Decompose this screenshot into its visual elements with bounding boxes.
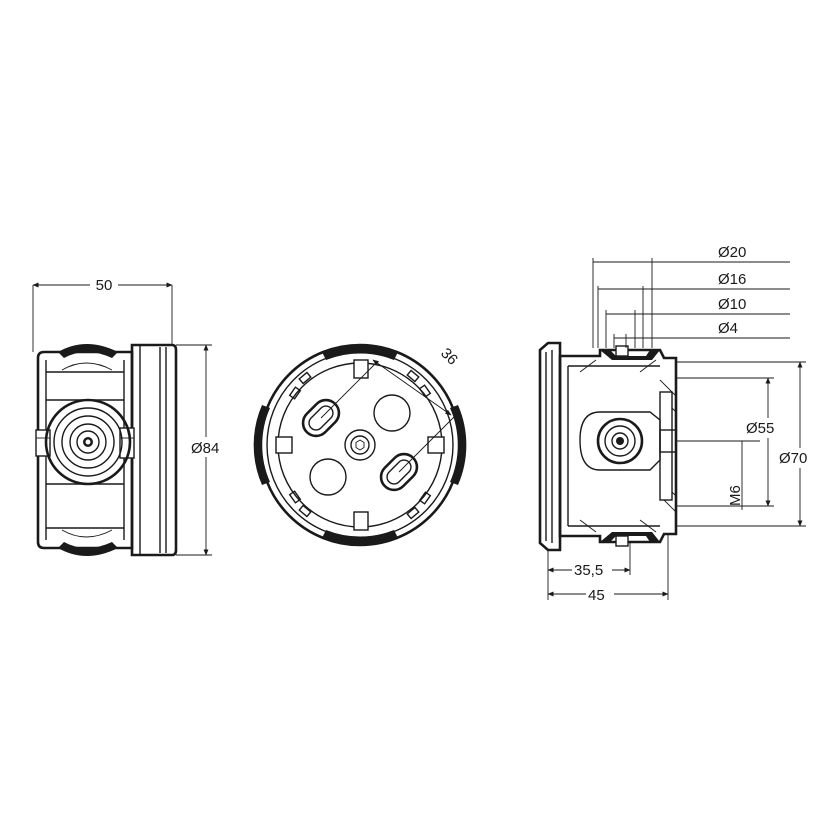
side-lid <box>130 343 178 557</box>
front-center-screw <box>344 429 376 461</box>
section-gland <box>579 411 661 471</box>
thread-label: M6 <box>727 485 744 506</box>
front-hole-bottom-left <box>309 458 347 496</box>
inner-diameter-label: Ø55 <box>746 420 774 437</box>
side-top-entry <box>58 344 118 358</box>
front-spacing-dim-line <box>372 359 452 416</box>
entry-diameter-16: Ø16 <box>718 271 746 288</box>
section-flange <box>538 341 562 552</box>
side-diameter-label: Ø84 <box>191 440 219 457</box>
depth-total-label: 45 <box>588 587 605 604</box>
side-bottom-entry <box>58 542 118 556</box>
entry-diameter-10: Ø10 <box>718 296 746 313</box>
side-view: 50 Ø84 <box>32 272 234 557</box>
front-hole-top-right <box>373 394 411 432</box>
entry-diameter-20: Ø20 <box>718 244 746 261</box>
front-view: 36 <box>253 340 468 547</box>
depth-inner-label: 35,5 <box>574 562 603 579</box>
section-body-outline <box>558 348 678 544</box>
side-width-label: 50 <box>96 277 113 294</box>
section-view: Ø20 Ø16 Ø10 Ø4 Ø55 Ø70 M6 35,5 45 <box>538 244 818 604</box>
entry-diameter-4: Ø4 <box>718 320 738 337</box>
side-body-outline <box>36 350 134 550</box>
outer-diameter-label: Ø70 <box>779 450 807 467</box>
